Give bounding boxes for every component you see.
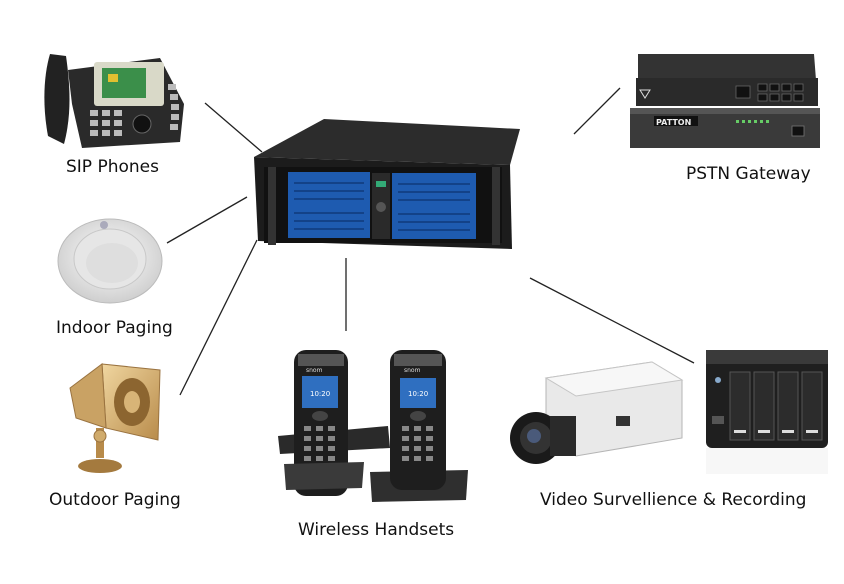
cordless-phone-icon: snom 10:20 snom 10:20 — [278, 350, 468, 502]
connector-sip-phones — [204, 102, 263, 153]
server-icon — [254, 119, 520, 249]
horn-speaker-icon — [69, 363, 161, 473]
label-outdoor-paging: Outdoor Paging — [49, 490, 181, 510]
label-sip-phones: SIP Phones — [66, 157, 159, 177]
label-wireless-handsets: Wireless Handsets — [298, 520, 455, 540]
handset-time-right: 10:20 — [408, 390, 428, 398]
gateway-brand: PATTON — [656, 118, 691, 127]
desk-phone-icon — [44, 54, 184, 148]
camera-icon — [510, 350, 828, 474]
label-indoor-paging: Indoor Paging — [56, 318, 173, 338]
handset-time-left: 10:20 — [310, 390, 330, 398]
handset-brand-left: snom — [306, 367, 323, 374]
ceiling-speaker-icon — [57, 218, 163, 304]
connector-outdoor-paging — [179, 239, 258, 396]
label-pstn-gateway: PSTN Gateway — [686, 164, 811, 184]
handset-brand-right: snom — [404, 367, 421, 374]
connector-pstn-gateway — [573, 87, 621, 135]
connector-indoor-paging — [166, 196, 248, 244]
gateway-icon: PATTON — [630, 54, 820, 148]
label-video-surveillance: Video Survellience & Recording — [540, 490, 807, 510]
connector-video-surveillance — [529, 277, 695, 364]
